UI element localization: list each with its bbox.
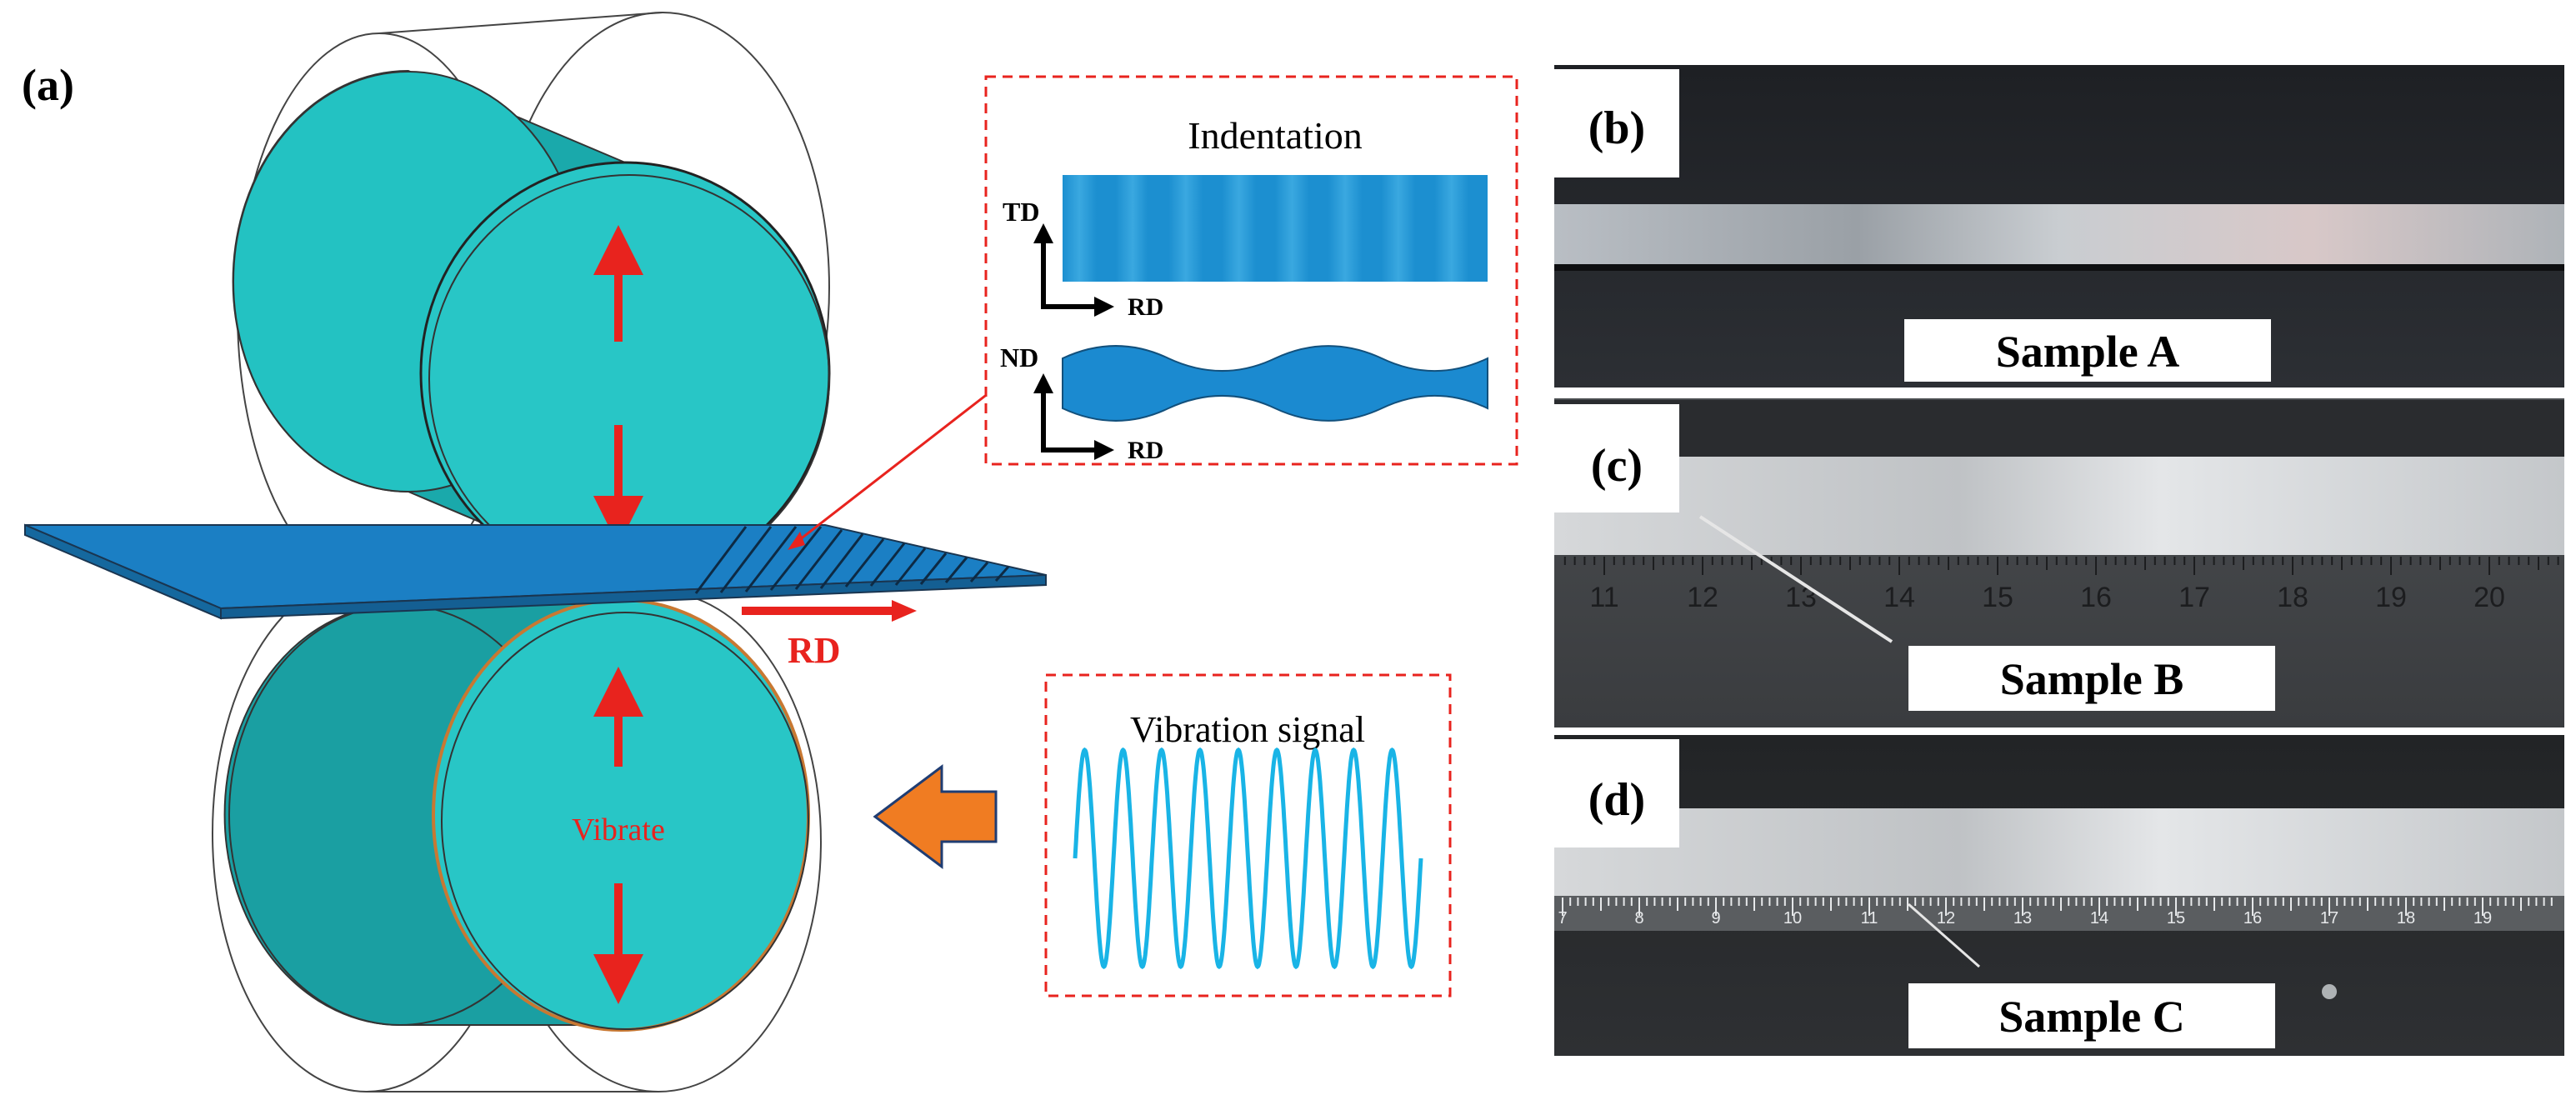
sheet-indentation-lines: [694, 526, 1010, 594]
panel-d-label-box: [1554, 739, 1679, 848]
panel-a-label: (a): [22, 60, 74, 110]
sample-a-strip: [1554, 204, 2564, 264]
panel-d: 7 8 9 10 11 12 13 14 15 16 17 18 19 (d) Sample C: [1554, 735, 2564, 1056]
ruler-number: 9: [1711, 909, 1720, 928]
indentation-inset: Indentation TD RD ND RD: [984, 75, 1518, 466]
sample-a-label-box: [1904, 319, 2271, 382]
ruler-number: 13: [1785, 582, 1817, 613]
ruler-glare-line-d: [1908, 902, 1980, 968]
rd-label: RD: [788, 630, 841, 671]
panel-b-label: (b): [1588, 102, 1645, 154]
ruler-number: 17: [2320, 909, 2338, 928]
sample-b-label: Sample B: [2000, 654, 2184, 704]
ruler-hole: [2322, 984, 2337, 999]
panel-c: 11 12 13 14 15 16 17 18 19 20 (c) Sample B: [1554, 398, 2564, 728]
rolling-direction-arrow: RD: [742, 600, 917, 671]
ruler-number: 16: [2243, 909, 2262, 928]
ruler-number: 20: [2473, 582, 2505, 613]
sample-b-ruler-numbers: 11 12 13 14 15 16 17 18 19 20: [1589, 582, 2505, 613]
ruler-number: 11: [1589, 582, 1618, 613]
sample-c-label-box: [1908, 983, 2275, 1048]
ruler-number: 14: [1883, 582, 1915, 613]
panel-a: (a): [22, 12, 1518, 1092]
lower-roller: [223, 598, 810, 1032]
panel-d-label: (d): [1588, 774, 1645, 826]
ruler-number: 18: [2277, 582, 2308, 613]
ruler-glare-line: [1698, 515, 1893, 643]
input-arrow: [873, 764, 998, 869]
sample-c-label: Sample C: [1998, 992, 2185, 1042]
upper-roller: [232, 69, 831, 586]
vibrate-label: Vibrate: [572, 812, 665, 848]
panel-c-label: (c): [1591, 440, 1643, 492]
ruler-number: 10: [1783, 909, 1802, 928]
sample-b-strip: [1554, 457, 2564, 555]
sample-b-label-box: [1908, 646, 2275, 711]
sample-b-ruler-ticks: [1563, 557, 2559, 575]
nd-axis-label: ND: [1000, 342, 1038, 372]
ruler-number: 11: [1861, 909, 1878, 928]
ruler-number: 12: [1937, 909, 1955, 928]
ruler-number: 14: [2090, 909, 2108, 928]
side-view-axes: ND RD: [1000, 342, 1163, 464]
rd-axis-label-top: RD: [1128, 293, 1163, 321]
ruler-number: 15: [1982, 582, 2013, 613]
ruler-number: 19: [2473, 909, 2492, 928]
ruler-number: 19: [2375, 582, 2407, 613]
top-view-axes: TD RD: [1003, 197, 1163, 321]
ruler-number: 7: [1558, 909, 1567, 928]
sample-a-label: Sample A: [1996, 327, 2180, 377]
sample-c-ruler-numbers: 7 8 9 10 11 12 13 14 15 16 17 18 19: [1558, 909, 2492, 928]
inset-leader-arrowhead: [788, 532, 805, 550]
vibration-signal-title: Vibration signal: [1130, 709, 1365, 750]
rd-axis-label-bottom: RD: [1128, 437, 1163, 464]
td-axis-label: TD: [1003, 197, 1039, 227]
ruler-number: 12: [1687, 582, 1718, 613]
ruler-number: 13: [2013, 909, 2032, 928]
inset-leader-line: [791, 386, 997, 548]
panel-c-label-box: [1554, 404, 1679, 512]
ruler-number: 17: [2178, 582, 2210, 613]
indentation-side-view: [1062, 345, 1488, 422]
ruler-number: 16: [2080, 582, 2112, 613]
indentation-title: Indentation: [1188, 114, 1363, 157]
ruler-number: 15: [2167, 909, 2185, 928]
sample-c-strip: [1554, 808, 2564, 896]
panel-b: (b) Sample A: [1554, 65, 2564, 388]
lower-vibration-arrows: Vibrate: [572, 667, 665, 1004]
ruler-number: 8: [1634, 909, 1643, 928]
vibration-signal-waveform: [1073, 747, 1423, 970]
vibration-signal-inset: Vibration signal: [1044, 673, 1452, 998]
ruler-number: 18: [2397, 909, 2415, 928]
sample-c-ruler-ticks: [1562, 898, 2553, 916]
indentation-top-view: [1063, 175, 1488, 282]
panel-b-label-box: [1554, 69, 1679, 178]
